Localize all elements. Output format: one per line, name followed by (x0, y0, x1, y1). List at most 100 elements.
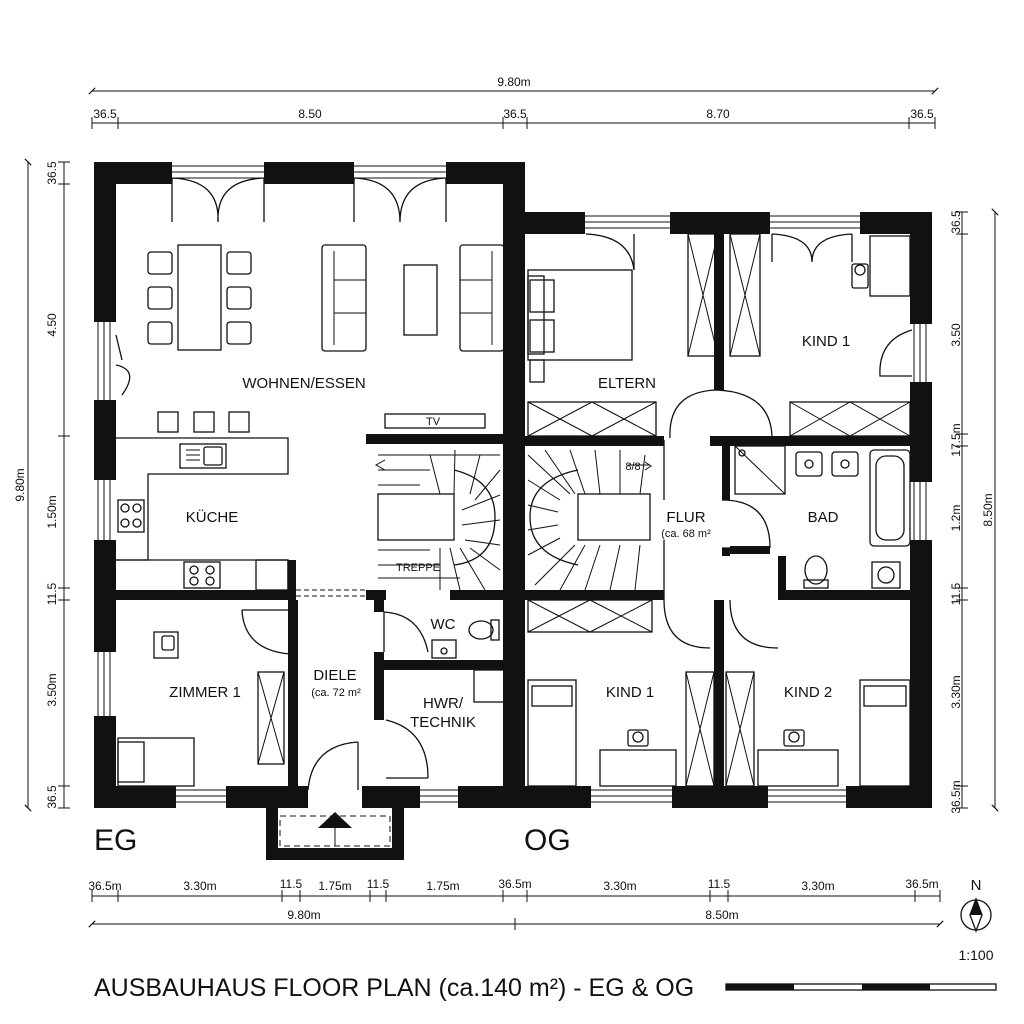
dim-left-f: 36.5 (45, 785, 59, 809)
dim-right-c: 17.5m (949, 423, 963, 456)
wardrobe-kind1b-top (527, 599, 653, 633)
dim-top-e: 36.5 (910, 107, 934, 121)
dimension-right: 8.50m 36.5 3.50 17.5m 1.2m 11.5 3.30m 36… (949, 208, 999, 814)
wardrobe-eltern-bottom (527, 401, 657, 437)
door-entrance (307, 741, 359, 791)
label-wc: WC (431, 616, 456, 633)
bed-zimmer1 (117, 737, 195, 787)
bed-kind1 (527, 679, 577, 787)
dim-bottom-e: 11.5 (367, 877, 390, 891)
dimension-bottom: 36.5m 3.30m 11.5 1.75m 11.5 1.75m 36.5m … (88, 877, 944, 930)
tv-label: TV (426, 416, 441, 428)
chair (147, 251, 173, 275)
walls (94, 162, 932, 808)
dim-right-b: 3.50 (949, 323, 963, 347)
north-label: N (971, 877, 982, 894)
label-flur: FLUR (666, 509, 705, 526)
door-kind1-side (879, 329, 913, 377)
label-kind1-bottom: KIND 1 (606, 684, 654, 701)
wardrobe-kind1-bottom (789, 401, 911, 437)
bar-stool (157, 411, 179, 433)
dimension-top: 9.80m 36.5 8.50 36.5 8.70 36.5 (88, 75, 939, 129)
dim-bottom-d: 1.75m (318, 879, 351, 893)
washer (871, 561, 901, 589)
door-zimmer1 (241, 609, 291, 655)
entrance-porch (266, 808, 404, 860)
stair-mark: 8/8 (625, 461, 640, 473)
room-labels: WOHNEN/ESSEN KÜCHE ZIMMER 1 DIELE (ca. 7… (169, 333, 850, 731)
bar-stool (193, 411, 215, 433)
dim-top-c: 36.5 (503, 107, 527, 121)
label-kind1-top: KIND 1 (802, 333, 850, 350)
dim-left-d: 11.5 (45, 582, 59, 605)
door-kind-bottom (663, 599, 779, 649)
label-kind2: KIND 2 (784, 684, 832, 701)
chair (226, 286, 252, 310)
floor-label-og: OG (524, 824, 571, 857)
label-kueche: KÜCHE (186, 508, 239, 526)
label-hwr: HWR/ (423, 695, 464, 712)
kitchen-counter (116, 437, 289, 561)
dim-bottom-b: 3.30m (183, 879, 216, 893)
dim-bottom-i: 11.5 (708, 877, 731, 891)
chair (147, 286, 173, 310)
door-eltern-window (585, 233, 635, 271)
label-eltern: ELTERN (598, 375, 656, 392)
dim-left-e: 3.50m (45, 673, 59, 706)
dim-top-d: 8.70 (706, 107, 730, 121)
label-diele-area: (ca. 72 m² (311, 687, 361, 699)
dim-bottom-a: 36.5m (88, 879, 121, 893)
wardrobe-kind1-side (729, 233, 761, 357)
label-bad: BAD (808, 509, 839, 526)
door-hwr (385, 719, 429, 779)
stair-og (527, 449, 652, 591)
dim-top-total: 9.80m (497, 75, 530, 89)
label-diele: DIELE (313, 667, 356, 684)
wardrobe-eltern-side (687, 233, 719, 357)
floor-label-eg: EG (94, 824, 137, 857)
toilet-bad (804, 555, 828, 585)
chair (226, 321, 252, 345)
desk-kind1 (869, 235, 911, 297)
dim-bottom-j: 3.30m (801, 879, 834, 893)
sofa-left (321, 244, 367, 352)
dim-left-c: 1.50m (45, 495, 59, 528)
dim-bottom-f: 1.75m (426, 879, 459, 893)
door-wc (383, 611, 429, 653)
wardrobe-zimmer1 (257, 671, 285, 765)
dim-left-total: 9.80m (13, 468, 27, 501)
treppe-label: TREPPE (396, 562, 440, 574)
north-arrow: N (960, 877, 992, 933)
stair-eg (374, 449, 501, 591)
door-terrace-left (171, 177, 265, 223)
chair (226, 251, 252, 275)
dim-bottom-c: 11.5 (280, 877, 303, 891)
door-terrace-right (353, 177, 447, 223)
label-wohnen-essen: WOHNEN/ESSEN (242, 375, 365, 392)
dim-left-a: 36.5 (45, 161, 59, 185)
wardrobe-kind1b-side (685, 671, 715, 787)
page-title: AUSBAUHAUS FLOOR PLAN (ca.140 m²) - EG &… (94, 974, 694, 1002)
dining-table (177, 244, 222, 351)
desk-kind1b (599, 749, 677, 787)
dim-bottom-total-right: 8.50m (705, 908, 738, 922)
dim-bottom-g: 36.5m (498, 877, 531, 891)
tv-unit (384, 413, 486, 429)
bad-sink (795, 451, 823, 477)
desk (153, 631, 179, 659)
dimension-left: 9.80m 36.5 4.50 1.50m 11.5 3.50m 36.5 (13, 158, 70, 812)
bar-stool (228, 411, 250, 433)
sofa-right (459, 244, 505, 352)
wc-sink (431, 639, 457, 659)
windows (97, 165, 927, 803)
door-side-eg (115, 334, 131, 396)
bad-sink (831, 451, 859, 477)
bed-kind2 (859, 679, 911, 787)
door-kind1-window (771, 233, 853, 263)
coffee-table (403, 264, 438, 336)
dim-bottom-total-left: 9.80m (287, 908, 320, 922)
desk-kind2 (757, 749, 839, 787)
label-flur-area: (ca. 68 m² (661, 528, 711, 540)
entrance-arrow-icon (318, 812, 352, 828)
